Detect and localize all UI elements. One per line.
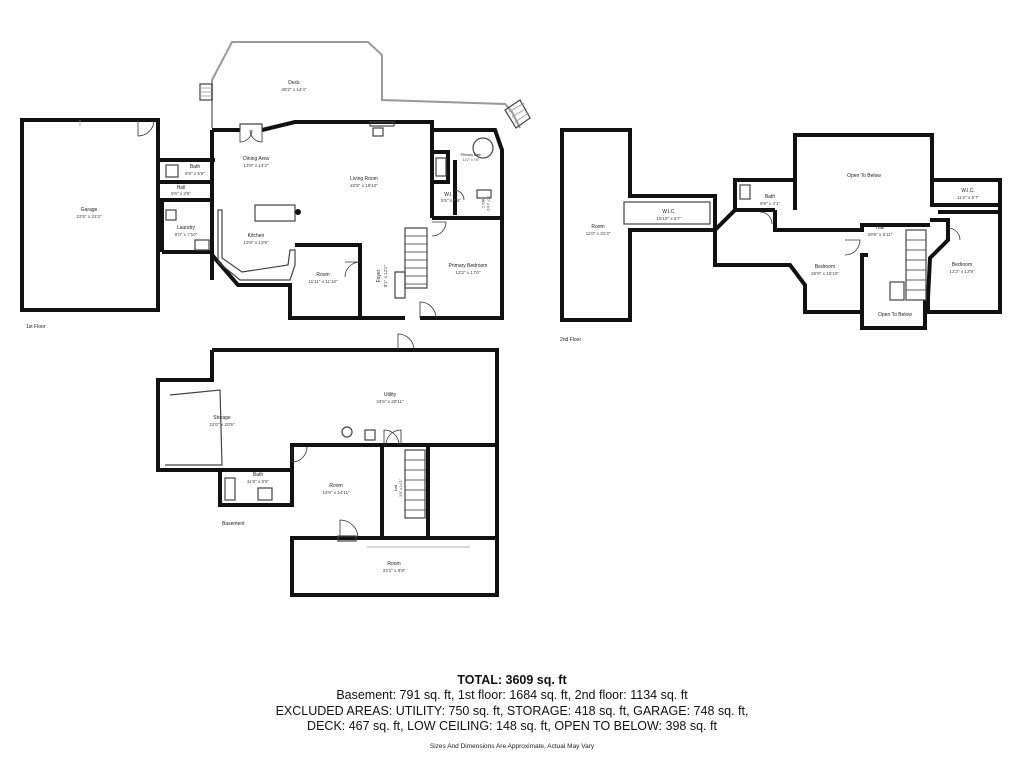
- open-below-bottom: Open To Below: [878, 312, 912, 318]
- basement-long-room-name: Room: [387, 561, 400, 567]
- bedroom2a-dims: 25'8" x 15'10": [811, 271, 839, 276]
- main-stairs: [404, 227, 428, 289]
- room-name: Room: [316, 272, 329, 278]
- laundry-bath-walls: [158, 158, 215, 254]
- deck-dims: 48'2" x 14'4": [281, 87, 307, 92]
- second-floor-walls: [560, 128, 717, 322]
- primary-bath-dims: 11'2" x 7'6": [463, 158, 480, 162]
- kitchen-name: Kitchen: [248, 233, 265, 239]
- basement-walls: [156, 348, 499, 597]
- deck-steps-right: [504, 99, 531, 129]
- hall-name: Hall: [177, 185, 186, 191]
- primary-bedroom-name: Primary Bedroom: [449, 263, 488, 269]
- disclaimer: Sizes And Dimensions Are Approximate, Ac…: [429, 742, 595, 750]
- laundry-name: Laundry: [177, 225, 196, 231]
- garage-name: Garage: [81, 207, 98, 213]
- bath-name: Bath: [190, 164, 201, 170]
- basement-room-dims: 14'9" x 14'11": [322, 490, 350, 495]
- wic2a-name: W.I.C.: [662, 209, 676, 215]
- basement-bath-name: Bath: [253, 472, 264, 478]
- wic2b-dims: 11'2" x 5'7": [957, 195, 980, 200]
- bath-dims: 6'9" x 5'6": [185, 171, 205, 176]
- storage-dims: 22'0" x 20'5": [209, 422, 235, 427]
- foyer-dims: 8'1" x 12'2": [383, 264, 388, 287]
- floor-areas: Basement: 791 sq. ft, 1st floor: 1684 sq…: [336, 688, 688, 702]
- utility-dims: 34'5" x 30'11": [376, 399, 404, 404]
- dining-name: Dining Area: [243, 156, 269, 162]
- garage-dims: 22'5" x 31'3": [76, 214, 102, 219]
- basement-bath-dims: 11'9" x 5'5": [247, 479, 270, 484]
- bedroom2b-name: Bedroom: [952, 262, 972, 268]
- deck-outline: [211, 41, 521, 129]
- basement-label: Basement: [222, 521, 245, 527]
- excluded-areas-line1: EXCLUDED AREAS: UTILITY: 750 sq. ft, STO…: [275, 703, 749, 718]
- garage-walls: [20, 118, 160, 312]
- hall2-dims: 29'8" x 6'11": [868, 232, 893, 237]
- kitchen-dims: 13'8" x 13'9": [243, 240, 269, 245]
- hall2-name: Hall: [876, 225, 885, 231]
- wic2-name: W.I.C.: [481, 199, 485, 209]
- basement-room-name: Room: [329, 483, 342, 489]
- area-summary: TOTAL: 3609 sq. ft Basement: 791 sq. ft,…: [0, 672, 1024, 750]
- wic-dims: 5'5" x 7'6": [441, 198, 461, 203]
- main-floor-walls: [210, 120, 504, 320]
- open-below-top: Open To Below: [847, 173, 881, 179]
- total-area: TOTAL: 3609 sq. ft: [457, 673, 567, 687]
- room-dims: 11'11" x 11'10": [308, 279, 338, 284]
- foyer-name: Foyer: [376, 269, 382, 282]
- bath2-dims: 9'9" x 4'1": [760, 201, 780, 206]
- bath2-name: Bath: [765, 194, 776, 200]
- living-name: Living Room: [350, 176, 378, 182]
- wic2b-name: W.I.C.: [961, 188, 975, 194]
- laundry-dims: 9'0" x 7'10": [175, 232, 198, 237]
- dining-dims: 13'8" x 14'2": [243, 163, 269, 168]
- room2-dims: 11'0" x 31'3": [586, 231, 611, 236]
- living-dims: 22'8" x 19'10": [350, 183, 378, 188]
- floor-plan-drawing: Deck 48'2" x 14'4" Garage 22'5" x 31'3" …: [20, 41, 1002, 597]
- basement-plan: Utility 34'5" x 30'11" Storage 22'0" x 2…: [156, 333, 499, 597]
- second-floor-stairs: [905, 229, 927, 301]
- deck-name: Deck: [288, 80, 300, 86]
- room2-name: Room: [591, 224, 604, 230]
- wic-name: W.I.C.: [444, 192, 458, 198]
- basement-stairs: [404, 449, 426, 519]
- second-floor-plan: Room 11'0" x 31'3" W.I.C. 15'10" x 6'7" …: [560, 128, 1002, 343]
- hall-dims: 5'6" x 3'5": [171, 191, 191, 196]
- wic2-dims: 5'7" x 6'1": [486, 196, 490, 212]
- first-floor-plan: Deck 48'2" x 14'4" Garage 22'5" x 31'3" …: [20, 41, 531, 330]
- primary-bedroom-dims: 12'2" x 17'0": [455, 270, 481, 275]
- bedroom2a-name: Bedroom: [815, 264, 835, 270]
- second-floor-label: 2nd Floor: [560, 337, 581, 343]
- storage-name: Storage: [213, 415, 231, 421]
- kitchen-counter: [217, 209, 296, 281]
- basement-hall-dims: 3'8" x 14'1": [399, 478, 403, 496]
- utility-name: Utility: [384, 392, 397, 398]
- excluded-areas-line2: DECK: 467 sq. ft, LOW CEILING: 148 sq. f…: [307, 719, 717, 733]
- first-floor-label: 1st Floor: [26, 324, 46, 330]
- wic2a-dims: 15'10" x 6'7": [656, 216, 682, 221]
- basement-hall-name: Hall: [394, 485, 398, 492]
- basement-long-room-dims: 34'1" x 8'9": [383, 568, 406, 573]
- kitchen-island: [254, 204, 296, 222]
- primary-bath-name: Primary Bath: [461, 153, 482, 157]
- bedroom2b-dims: 12'2" x 13'9": [949, 269, 975, 274]
